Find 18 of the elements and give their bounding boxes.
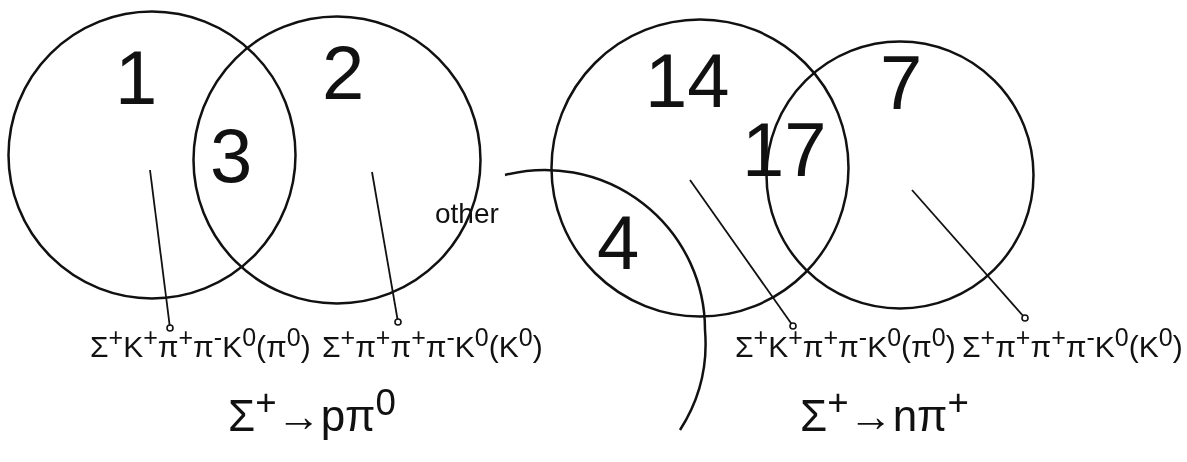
- decay-equation: Σ$^{+}$→nπ$^{+}$: [800, 385, 969, 438]
- decay-formula: Σ$^{+}$π$^{+}$π$^{+}$π$^{-}$K$^{0}$(K$^{0}$): [322, 322, 543, 365]
- leader-line: [149, 169, 174, 332]
- decay-formula: Σ$^{+}$K$^{+}$π$^{+}$π$^{-}$K$^{0}$(π$^{0}$): [90, 322, 311, 365]
- region-count: 14: [645, 43, 730, 119]
- region-count: 2: [322, 35, 365, 111]
- region-count: 1: [115, 40, 158, 116]
- region-count: 7: [880, 45, 923, 121]
- set-circle: [550, 18, 850, 318]
- decay-formula: Σ$^{+}$π$^{+}$π$^{+}$π$^{-}$K$^{0}$(K$^{0}$): [962, 322, 1183, 365]
- region-count: 4: [597, 205, 640, 281]
- decay-equation: Σ$^{+}$→pπ$^{0}$: [228, 385, 396, 438]
- decay-formula: Σ$^{+}$K$^{+}$π$^{+}$π$^{-}$K$^{0}$(π$^{0}$): [735, 322, 956, 365]
- set-circle: [7, 10, 297, 300]
- region-count: 3: [210, 118, 253, 194]
- leader-line: [371, 171, 402, 326]
- leader-line: [911, 189, 1029, 322]
- leader-line: [689, 179, 797, 330]
